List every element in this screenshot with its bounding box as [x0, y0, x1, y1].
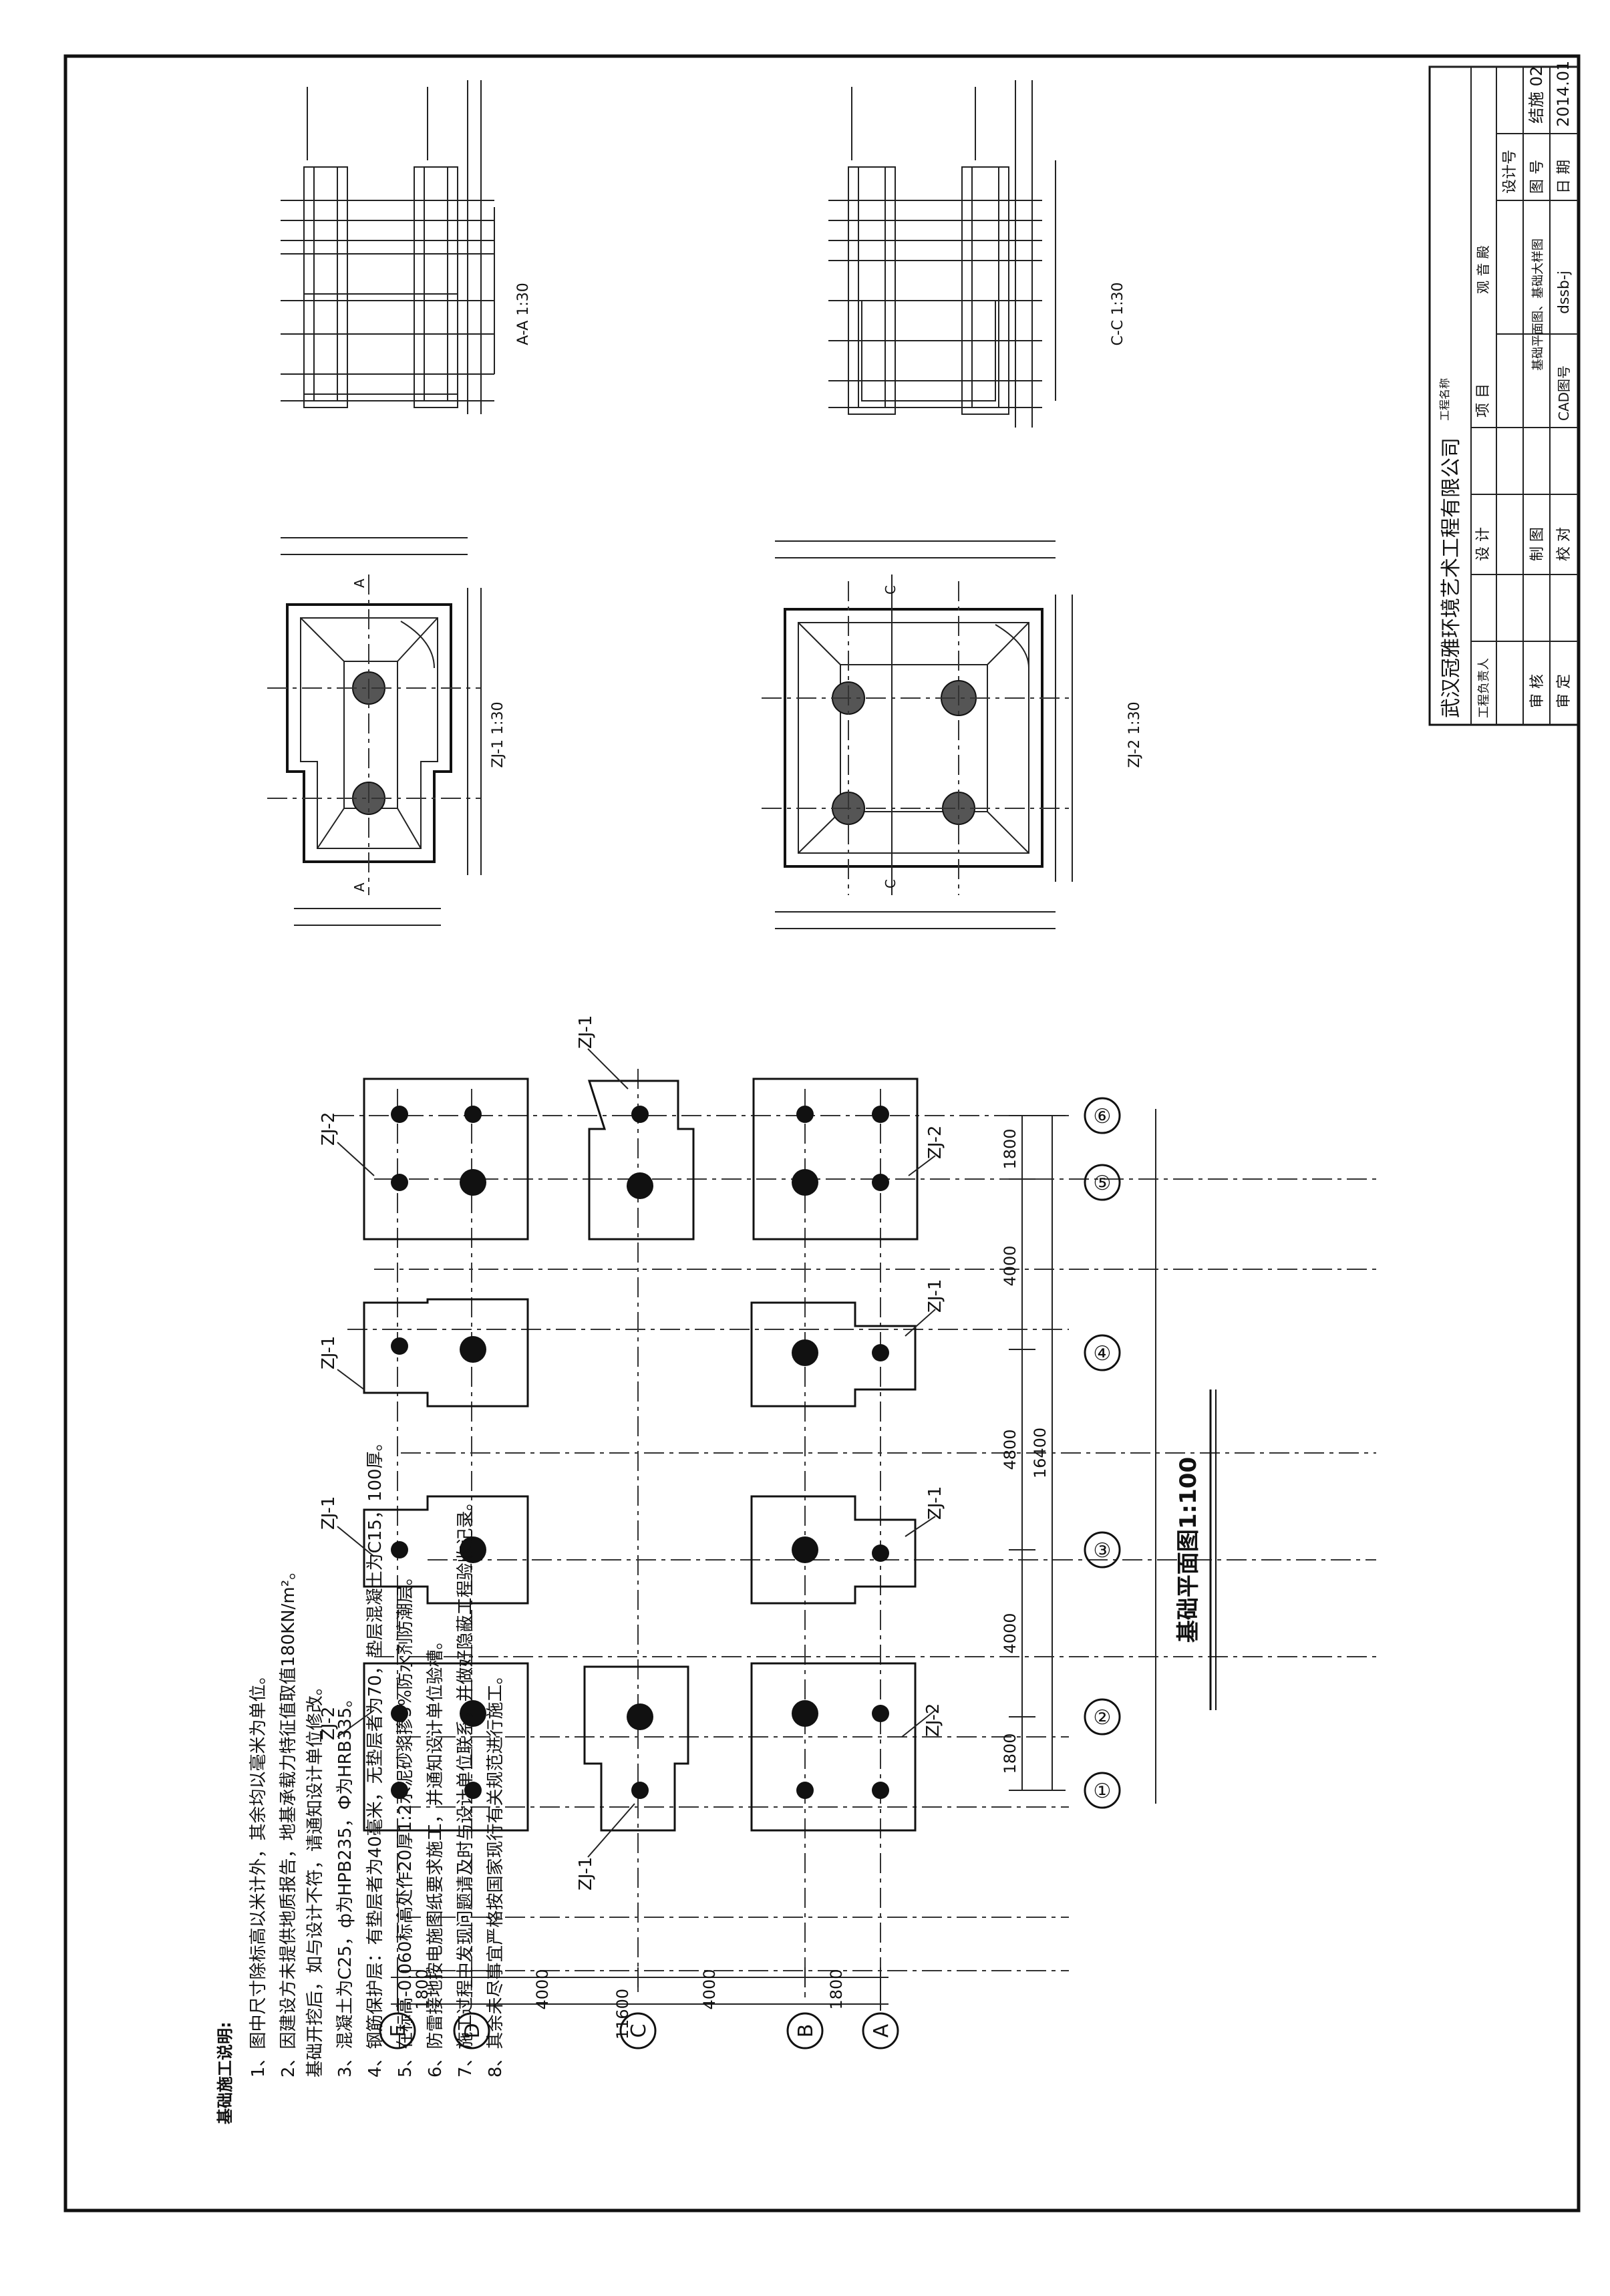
section-aa — [281, 80, 495, 414]
dim-h-4000-right: 4000 — [700, 1969, 719, 2009]
note-item: 1、图中尺寸除标高以米计外，其余均以毫米为单位。 — [249, 1667, 269, 2078]
dim-h-4000-left: 4000 — [533, 1969, 552, 2009]
role-check: 校 对 — [1556, 527, 1573, 561]
footing-label-zj1: ZJ-1 — [319, 1336, 339, 1369]
section-title-cc: C-C 1:30 — [1110, 282, 1126, 345]
footing-zj2 — [363, 1078, 919, 1832]
section-mark-c-top: C — [882, 585, 899, 595]
note-item: 7、施工过程中发现问题请及时与设计单位联系，并做好隐蔽工程验收记录。 — [456, 1493, 476, 2078]
drawing-no-value: 结施 02 — [1527, 66, 1546, 124]
axis-label-1: ① — [1094, 1780, 1112, 1803]
footing-label-zj2: ZJ-2 — [925, 1126, 945, 1159]
role-review: 审 核 — [1529, 674, 1546, 708]
detail-title-zj2: ZJ-2 1:30 — [1126, 701, 1143, 768]
plan-grid — [334, 1069, 1376, 1997]
dim-1800-top: 1800 — [1001, 1128, 1019, 1169]
axis-label-c: C — [627, 2024, 651, 2038]
axis-label-2: ② — [1094, 1706, 1112, 1730]
company-name: 武汉冠雅环境艺术工程有限公司 — [1440, 438, 1463, 718]
item-value: 观 音 殿 — [1475, 245, 1491, 294]
note-item: 4、钢筋保护层：有垫层者为40毫米，无垫层者为70，垫层混凝土为C15，100厚… — [365, 1434, 385, 2078]
section-mark-a-bottom: A — [351, 882, 367, 892]
footing-zj1 — [363, 1080, 917, 1832]
note-item: 8、其余未尽事宜严格按国家现行有关规范进行施工。 — [486, 1667, 506, 2078]
dim-4000-top: 4000 — [1001, 1245, 1019, 1286]
footing-label-zj1: ZJ-1 — [925, 1486, 945, 1520]
drawing-name: 基础平面图、基础大样图 — [1531, 238, 1545, 371]
note-item: 基础开挖后，如与设计不符，请通知设计单位修改。 — [305, 1678, 325, 2078]
detail-zj2 — [762, 540, 1073, 929]
footing-label-zj1: ZJ-1 — [319, 1496, 339, 1530]
detail-zj1 — [267, 537, 482, 926]
dim-h-1800-left: 1800 — [413, 1969, 432, 2009]
footing-label-zj2: ZJ-2 — [923, 1703, 943, 1737]
leader-lines — [337, 1048, 936, 1858]
axis-label-d: D — [461, 2023, 484, 2038]
axis-label-6: ⑥ — [1094, 1105, 1112, 1128]
construction-notes: 基础施工说明: 1、图中尺寸除标高以米计外，其余均以毫米为单位。 2、因建设方未… — [216, 1434, 506, 2124]
note-item: 5、在标高-0.060标高处作20厚1:2水泥砂浆掺5%防水剂防潮层。 — [395, 1568, 416, 2078]
section-title-aa: A-A 1:30 — [515, 283, 532, 345]
role-approve: 审 定 — [1556, 674, 1573, 708]
note-item: 2、因建设方未提供地质报告，地基承载力特征值取值180KN/m²。 — [279, 1563, 299, 2078]
axis-label-b: B — [794, 2024, 818, 2038]
dim-total-11600: 11600 — [613, 1989, 632, 2039]
footing-label-zj2: ZJ-2 — [319, 1112, 339, 1146]
detail-title-zj1: ZJ-1 1:30 — [490, 701, 506, 768]
dim-1800-bottom: 1800 — [1001, 1733, 1019, 1774]
axis-bubbles — [379, 1097, 1121, 2049]
section-cc — [828, 80, 1056, 428]
date-value: 2014.01 — [1554, 61, 1573, 127]
piles — [391, 1106, 889, 1799]
dim-h-1800-right: 1800 — [827, 1969, 846, 2009]
plan-title: 基础平面图1:100 — [1175, 1457, 1202, 1643]
footing-label-zj1: ZJ-1 — [576, 1015, 596, 1049]
role-engineer: 工程负责人 — [1477, 658, 1491, 718]
axis-label-3: ③ — [1094, 1539, 1112, 1563]
role-design: 设 计 — [1475, 527, 1492, 561]
cad-label: CAD图号 — [1556, 365, 1572, 421]
section-mark-a-top: A — [351, 579, 367, 588]
footing-label-zj2: ZJ-2 — [319, 1707, 339, 1740]
dim-total-16400: 16400 — [1031, 1428, 1050, 1478]
dimension-lines — [391, 1109, 1156, 2011]
design-no-label: 设计号 — [1502, 150, 1518, 194]
footing-label-zj1: ZJ-1 — [925, 1279, 945, 1313]
project-label: 工程名称 — [1438, 378, 1451, 421]
cad-value: dssb-j — [1556, 271, 1573, 314]
date-label: 日 期 — [1556, 160, 1573, 194]
axis-label-4: ④ — [1094, 1342, 1112, 1365]
axis-label-5: ⑤ — [1094, 1172, 1112, 1195]
note-item: 6、防雷接地按电施图纸要求施工，并通知设计单位验槽。 — [426, 1632, 446, 2078]
role-draft: 制 图 — [1529, 527, 1546, 561]
title-block-text: 武汉冠雅环境艺术工程有限公司 工程负责人 审 核 审 定 设 计 制 图 校 对… — [1438, 61, 1573, 718]
notes-heading: 基础施工说明: — [216, 2021, 234, 2124]
sheet-border — [63, 54, 1581, 2212]
dim-4800: 4800 — [1001, 1429, 1019, 1470]
footing-label-zj1: ZJ-1 — [576, 1857, 596, 1891]
title-block — [1428, 65, 1579, 726]
note-item: 3、混凝土为C25，ф为HPB235，Ф为HRB335。 — [335, 1690, 355, 2078]
section-mark-c-bottom: C — [882, 879, 899, 888]
item-label: 项 目 — [1475, 383, 1492, 418]
axis-label-e: E — [387, 2025, 410, 2037]
dim-4000-bottom: 4000 — [1001, 1613, 1019, 1653]
axis-label-a: A — [870, 2023, 893, 2037]
drawing-no-label: 图 号 — [1529, 160, 1546, 194]
